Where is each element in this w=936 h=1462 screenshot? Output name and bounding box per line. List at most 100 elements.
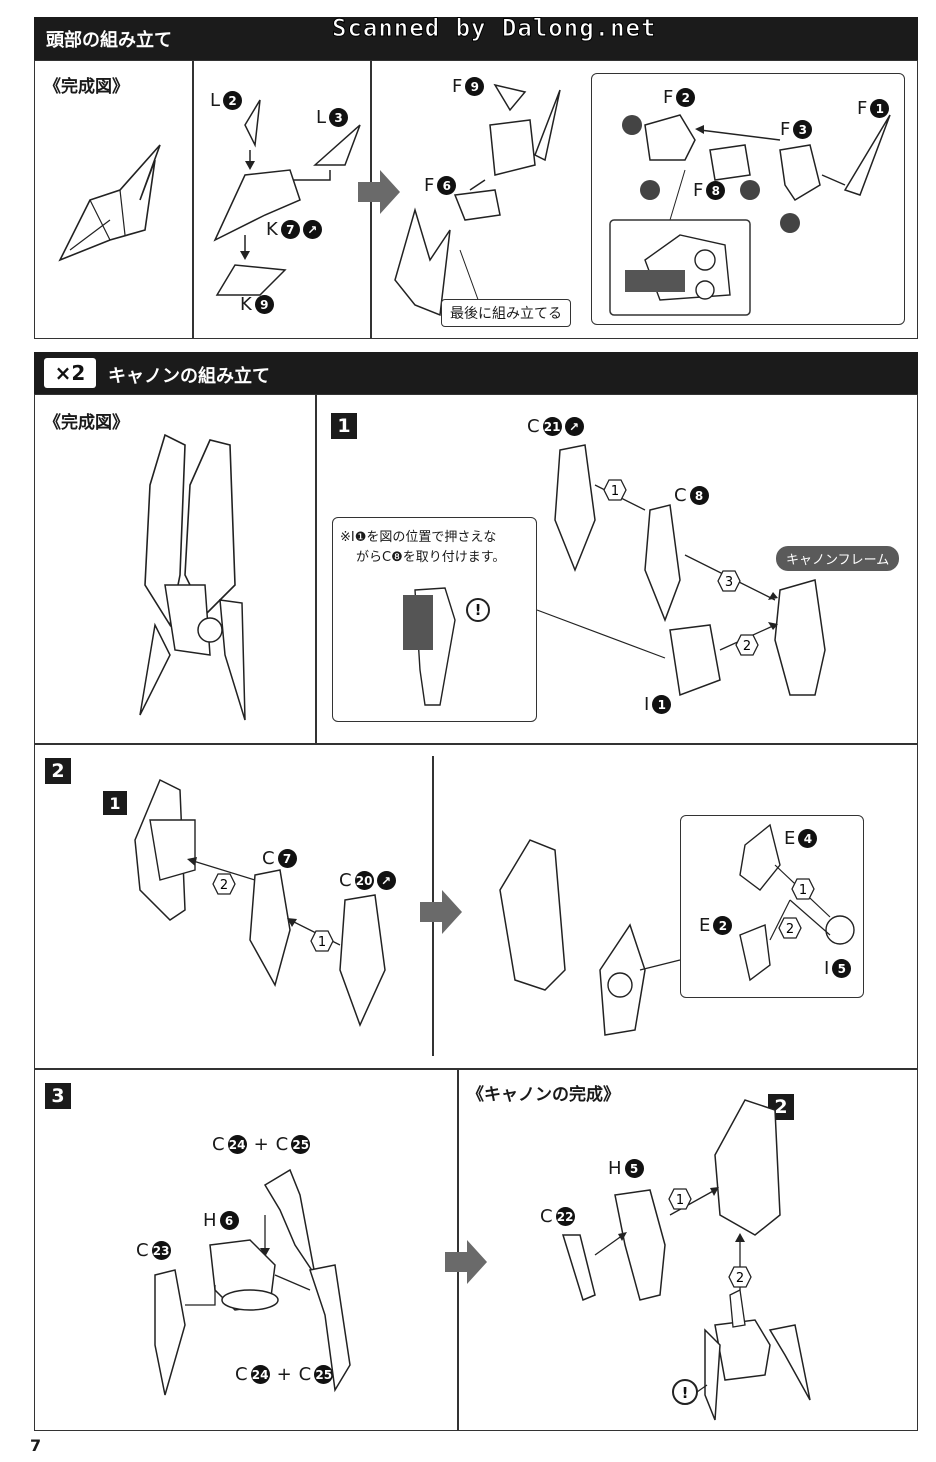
part-label-e2: E 2 xyxy=(699,915,733,936)
part-label-c8: C 8 xyxy=(674,485,709,506)
part-number: 6 xyxy=(437,176,457,195)
part-number: 7 xyxy=(280,220,300,239)
order-number: 2 xyxy=(220,878,228,893)
part-label-f8: F 8 xyxy=(693,180,726,201)
part-label-f9: F 9 xyxy=(452,76,485,97)
order-hexagon-3: 3 xyxy=(717,570,741,592)
part-number: 3 xyxy=(329,108,349,127)
part-letter: I xyxy=(824,958,830,979)
part-number: 3 xyxy=(793,120,813,139)
step3-left-illustration xyxy=(154,1168,351,1396)
part-letter: C xyxy=(262,848,275,869)
order-hexagon-step2-detail-1: 1 xyxy=(791,878,815,900)
part-letter: E xyxy=(699,915,711,936)
flow-arrow-icon xyxy=(420,890,462,934)
part-number: 25 xyxy=(314,1365,334,1384)
part-letter: C xyxy=(275,1134,289,1155)
part-letter: F xyxy=(857,98,868,119)
part-number: 1 xyxy=(870,99,890,118)
part-letter: F xyxy=(693,180,704,201)
part-number: 2 xyxy=(676,88,696,107)
flow-arrow-icon xyxy=(358,170,400,214)
part-letter: C xyxy=(136,1240,149,1261)
divider xyxy=(315,394,317,744)
order-hexagon-step2-detail-2: 2 xyxy=(778,917,802,939)
step2-left-illustration xyxy=(134,778,386,1027)
part-number: 4 xyxy=(798,829,818,848)
divider xyxy=(192,60,194,339)
part-number: 2 xyxy=(223,91,243,110)
part-letter: K xyxy=(240,294,252,315)
part-letter: F xyxy=(780,119,791,140)
plus-sign: + xyxy=(276,1364,292,1385)
part-label-f1: F 1 xyxy=(857,98,890,119)
order-hexagon-step3-1: 1 xyxy=(668,1188,692,1210)
part-letter: L xyxy=(316,107,327,128)
order-number: 1 xyxy=(611,484,619,499)
part-letter: C xyxy=(212,1134,225,1155)
order-hexagon-step3-2: 2 xyxy=(728,1266,752,1288)
part-letter: H xyxy=(203,1210,217,1231)
part-label-c23: C 23 xyxy=(136,1240,171,1261)
step2-ref-badge: 1 xyxy=(103,791,127,815)
head-section-title: 頭部の組み立て xyxy=(46,30,172,51)
part-number: 23 xyxy=(151,1241,171,1260)
part-number: 22 xyxy=(555,1207,575,1226)
flow-arrow-icon xyxy=(445,1240,487,1284)
order-number: 2 xyxy=(786,922,794,937)
part-label-h6: H 6 xyxy=(203,1210,239,1231)
part-label-c20: C 20 ↗ xyxy=(339,870,396,891)
part-letter: F xyxy=(452,76,463,97)
part-letter: C xyxy=(527,416,540,437)
part-letter: C xyxy=(235,1364,248,1385)
part-letter: C xyxy=(540,1206,553,1227)
part-label-i5: I 5 xyxy=(824,958,852,979)
svg-text:!: ! xyxy=(475,601,482,619)
cannon-multiplier-badge: ×2 xyxy=(44,358,96,388)
part-letter: C xyxy=(298,1364,312,1385)
part-number: 5 xyxy=(624,1159,644,1178)
svg-text:!: ! xyxy=(682,1384,689,1402)
part-letter: F xyxy=(663,87,674,108)
part-number: 24 xyxy=(227,1135,247,1154)
order-number: 1 xyxy=(676,1193,684,1208)
part-number: 21 xyxy=(542,417,562,436)
head-complete-illustration xyxy=(58,144,161,262)
cannon-complete-label: 《完成図》 xyxy=(44,413,129,433)
part-letter: K xyxy=(266,219,278,240)
order-number: 2 xyxy=(743,639,751,654)
part-number: 24 xyxy=(250,1365,270,1384)
part-letter: I xyxy=(644,694,650,715)
head-complete-label: 《完成図》 xyxy=(44,77,129,97)
order-number: 3 xyxy=(725,575,733,590)
step1-note-line1: ※I❶を図の位置で押さえな xyxy=(340,530,497,545)
step3-badge: 3 xyxy=(45,1083,71,1109)
part-number: 2 xyxy=(713,916,733,935)
plus-sign: + xyxy=(253,1134,269,1155)
part-label-c22: C 22 xyxy=(540,1206,575,1227)
watermark: Scanned by Dalong.net xyxy=(331,14,657,43)
part-number: 9 xyxy=(254,295,274,314)
part-letter: H xyxy=(608,1158,622,1179)
part-label-f6: F 6 xyxy=(424,175,457,196)
gate-cut-icon: ↗ xyxy=(376,871,396,890)
order-hexagon-step2-1: 1 xyxy=(310,930,334,952)
part-label-c7: C 7 xyxy=(262,848,297,869)
step2-right-illustration xyxy=(499,839,681,1036)
part-letter: F xyxy=(424,175,435,196)
head-subassembly-illustration xyxy=(213,99,361,296)
part-letter: C xyxy=(674,485,687,506)
part-label-l3: L 3 xyxy=(316,107,349,128)
part-label-c24-c25-top: C 24 + C 25 xyxy=(212,1134,311,1155)
step1-badge: 1 xyxy=(331,413,357,439)
order-number: 1 xyxy=(318,935,326,950)
part-number: 25 xyxy=(291,1135,311,1154)
part-label-c24-c25-bottom: C 24 + C 25 xyxy=(235,1364,334,1385)
step2-detail-illustration xyxy=(739,823,855,982)
part-number: 6 xyxy=(219,1211,239,1230)
gate-cut-icon: ↗ xyxy=(302,220,322,239)
cannon-section-bar xyxy=(34,352,918,394)
part-label-i1: I 1 xyxy=(644,694,672,715)
part-label-h5: H 5 xyxy=(608,1158,644,1179)
head-section-bar xyxy=(34,17,918,60)
